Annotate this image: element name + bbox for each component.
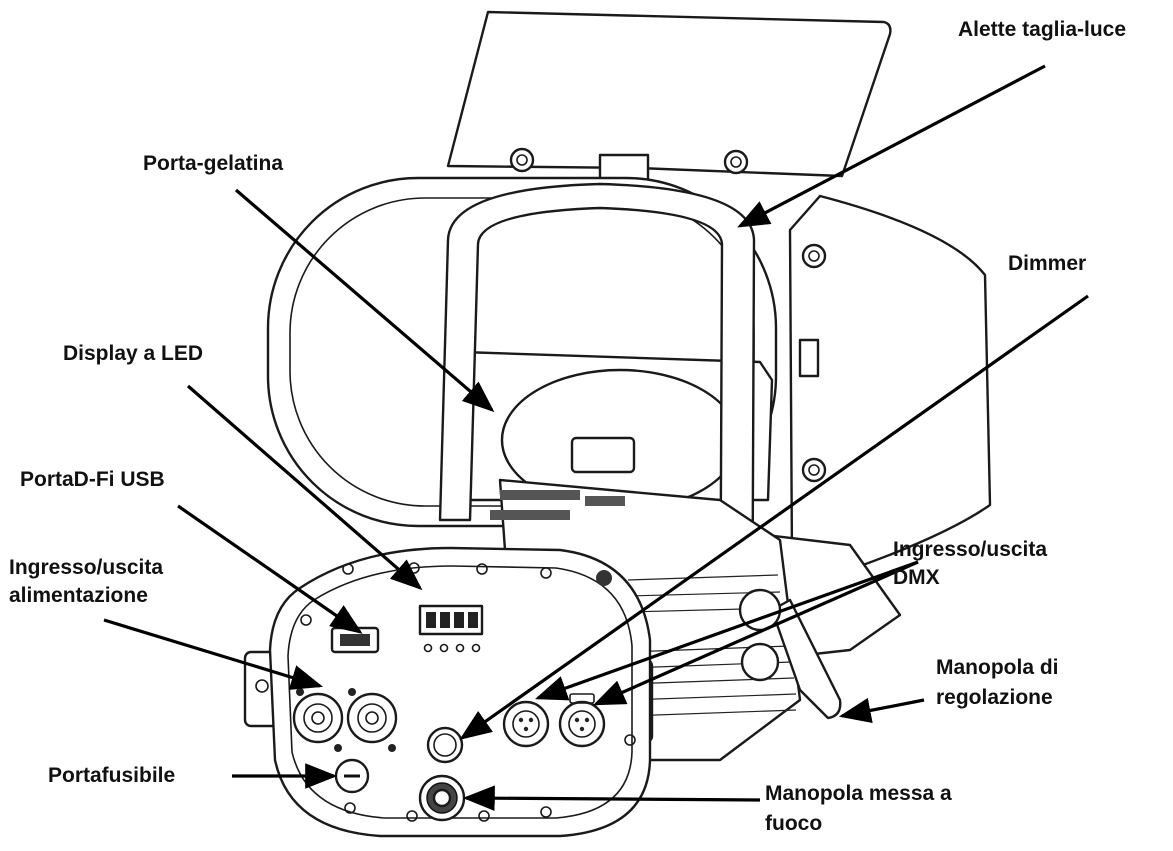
label-gel-frame: Porta-gelatina: [143, 152, 283, 175]
power-connectors: [292, 688, 398, 752]
leader-dmx-2: [593, 560, 919, 706]
label-adjust-line1: Manopola di: [936, 656, 1059, 679]
leader-dimmer: [459, 294, 1089, 740]
label-focus-line2: fuoco: [765, 812, 822, 835]
fixture-drawing: [243, 10, 992, 838]
label-dimmer: Dimmer: [1008, 252, 1086, 275]
label-power-line1: Ingresso/uscita: [9, 556, 163, 579]
leader-dmx-1: [534, 560, 919, 701]
label-adjust-line2: regolazione: [936, 686, 1053, 709]
label-dmx-line2: DMX: [893, 566, 940, 589]
leader-adjust: [838, 697, 925, 724]
leader-usb-port: [177, 504, 363, 634]
leader-power: [103, 618, 324, 690]
callout-labels: Alette taglia-luce Porta-gelatina Dimmer…: [9, 18, 1126, 835]
leader-led-display: [186, 384, 423, 591]
label-led-display: Display a LED: [63, 342, 203, 365]
label-power-line2: alimentazione: [9, 584, 148, 607]
leader-gel-frame: [234, 188, 495, 413]
label-fuse: Portafusibile: [48, 764, 175, 787]
dmx-connectors: [502, 693, 606, 748]
label-barndoors: Alette taglia-luce: [958, 18, 1126, 41]
leader-barndoors: [737, 64, 1046, 228]
dimmer-knob: [426, 726, 464, 764]
display-buttons: [423, 643, 481, 653]
leader-lines: [103, 64, 1089, 811]
label-usb-port: PortaD-Fi USB: [20, 468, 165, 491]
panel-screws: [300, 562, 636, 822]
leader-focus: [462, 785, 761, 811]
top-vents: [490, 490, 625, 520]
label-focus-line1: Manopola messa a: [765, 782, 952, 805]
label-dmx-line1: Ingresso/uscita: [893, 538, 1047, 561]
